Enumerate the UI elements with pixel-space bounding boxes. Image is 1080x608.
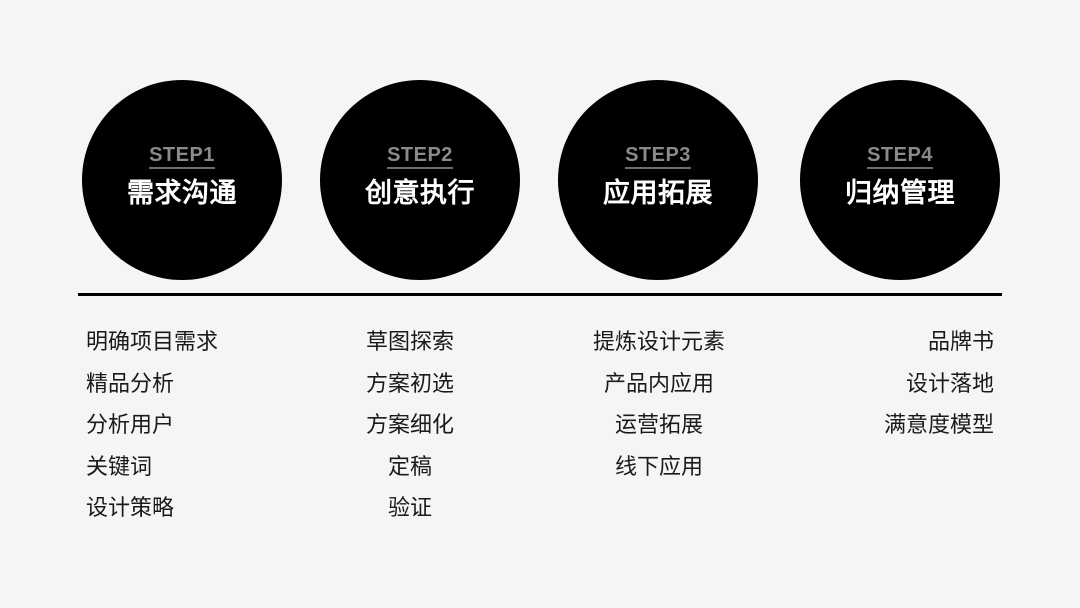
step-3-item: 运营拓展 bbox=[614, 413, 703, 438]
step-1-title: 需求沟通 bbox=[127, 178, 237, 209]
step-4-items: 品牌书 设计落地 满意度模型 bbox=[884, 322, 994, 447]
step-1-items: 明确项目需求 精品分析 分析用户 关键词 设计策略 bbox=[86, 322, 218, 530]
step-3-item: 线下应用 bbox=[614, 454, 703, 480]
timeline-divider bbox=[78, 293, 1002, 296]
step-1-circle: STEP1 需求沟通 bbox=[82, 80, 282, 280]
step-1-item: 精品分析 bbox=[86, 371, 175, 397]
step-3-items: 提炼设计元素 产品内应用 运营拓展 线下应用 bbox=[559, 322, 759, 488]
step-3-item: 产品内应用 bbox=[603, 371, 714, 397]
step-2-label: STEP2 bbox=[387, 144, 453, 169]
step-2-item: 定稿 bbox=[387, 454, 432, 480]
step-4-item: 设计落地 bbox=[905, 371, 994, 397]
step-3-title: 应用拓展 bbox=[603, 178, 713, 209]
step-2-item: 草图探索 bbox=[365, 330, 454, 355]
step-1-label: STEP1 bbox=[149, 144, 215, 169]
step-1-item: 明确项目需求 bbox=[86, 330, 219, 355]
step-3-item: 提炼设计元素 bbox=[592, 330, 725, 355]
step-1-item: 设计策略 bbox=[86, 496, 175, 521]
step-1-item: 分析用户 bbox=[86, 413, 175, 438]
step-2-title: 创意执行 bbox=[365, 178, 475, 209]
step-4-item: 满意度模型 bbox=[883, 413, 994, 438]
step-4-circle: STEP4 归纳管理 bbox=[800, 80, 1000, 280]
step-1-item: 关键词 bbox=[86, 454, 153, 480]
step-4-title: 归纳管理 bbox=[845, 178, 955, 209]
step-4-item: 品牌书 bbox=[927, 330, 994, 355]
step-3-label: STEP3 bbox=[625, 144, 691, 169]
step-4-label: STEP4 bbox=[867, 144, 933, 169]
step-2-item: 方案细化 bbox=[365, 413, 454, 438]
step-2-items: 草图探索 方案初选 方案细化 定稿 验证 bbox=[310, 322, 510, 530]
step-3-circle: STEP3 应用拓展 bbox=[558, 80, 758, 280]
step-2-item: 验证 bbox=[387, 496, 432, 521]
step-2-item: 方案初选 bbox=[365, 371, 454, 397]
step-2-circle: STEP2 创意执行 bbox=[320, 80, 520, 280]
